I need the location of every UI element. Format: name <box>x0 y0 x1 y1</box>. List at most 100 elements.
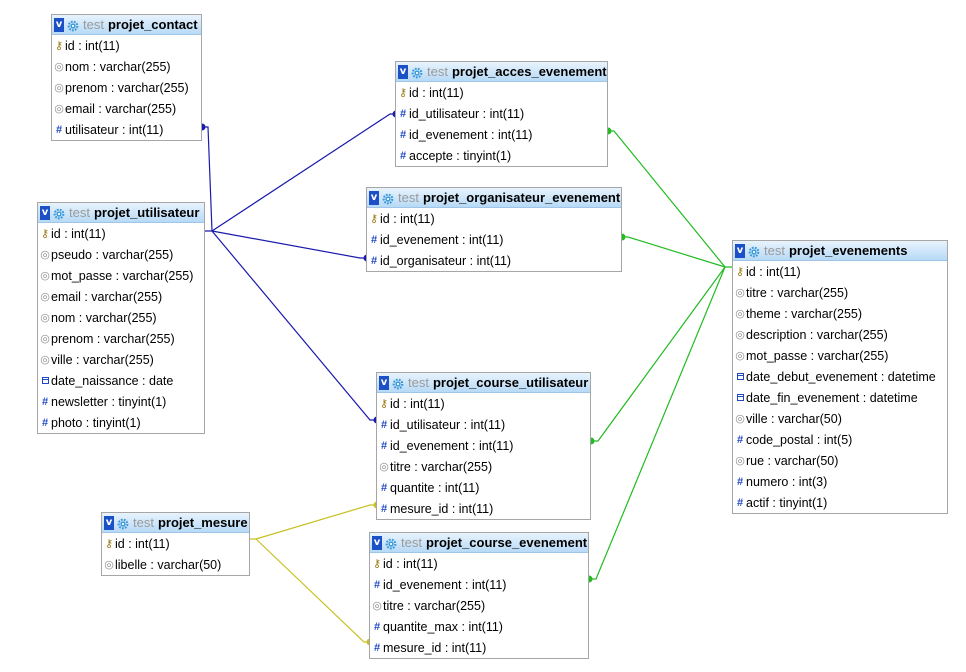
column-row[interactable]: #code_postal : int(5) <box>733 429 947 450</box>
column-row[interactable]: ◎theme : varchar(255) <box>733 303 947 324</box>
column-definition: prenom : varchar(255) <box>65 80 189 95</box>
column-row[interactable]: #numero : int(3) <box>733 471 947 492</box>
column-row[interactable]: ◎description : varchar(255) <box>733 324 947 345</box>
collapse-toggle-icon[interactable]: v <box>369 190 379 205</box>
field-type-icon: ◎ <box>54 102 64 115</box>
column-row[interactable]: ⚷id : int(11) <box>396 82 607 103</box>
column-row[interactable]: ◎titre : varchar(255) <box>733 282 947 303</box>
gear-icon[interactable] <box>411 66 423 78</box>
column-row[interactable]: date_debut_evenement : datetime <box>733 366 947 387</box>
column-row[interactable]: ◎nom : varchar(255) <box>38 307 204 328</box>
field-type-icon: # <box>379 482 389 494</box>
column-row[interactable]: #id_utilisateur : int(11) <box>396 103 607 124</box>
column-row[interactable]: ⚷id : int(11) <box>52 35 201 56</box>
column-row[interactable]: ◎titre : varchar(255) <box>377 456 590 477</box>
column-row[interactable]: #actif : tinyint(1) <box>733 492 947 513</box>
collapse-toggle-icon[interactable]: v <box>398 64 408 79</box>
field-type-icon: ◎ <box>735 307 745 320</box>
column-row[interactable]: ◎titre : varchar(255) <box>370 595 588 616</box>
column-row[interactable]: ◎prenom : varchar(255) <box>52 77 201 98</box>
gear-icon[interactable] <box>385 537 397 549</box>
collapse-toggle-icon[interactable]: v <box>379 375 389 390</box>
collapse-toggle-icon[interactable]: v <box>40 205 50 220</box>
column-row[interactable]: ⚷id : int(11) <box>367 208 621 229</box>
column-row[interactable]: date_naissance : date <box>38 370 204 391</box>
column-row[interactable]: #id_evenement : int(11) <box>377 435 590 456</box>
column-row[interactable]: #quantite_max : int(11) <box>370 616 588 637</box>
column-row[interactable]: ◎email : varchar(255) <box>52 98 201 119</box>
collapse-toggle-icon[interactable]: v <box>104 515 114 530</box>
column-row[interactable]: #id_evenement : int(11) <box>396 124 607 145</box>
column-definition: titre : varchar(255) <box>383 598 486 613</box>
column-row[interactable]: ◎pseudo : varchar(255) <box>38 244 204 265</box>
gear-icon[interactable] <box>53 207 65 219</box>
column-row[interactable]: #utilisateur : int(11) <box>52 119 201 140</box>
column-definition: date_naissance : date <box>51 373 174 388</box>
column-row[interactable]: #quantite : int(11) <box>377 477 590 498</box>
collapse-toggle-icon[interactable]: v <box>372 535 382 550</box>
column-row[interactable]: #newsletter : tinyint(1) <box>38 391 204 412</box>
column-row[interactable]: ◎rue : varchar(50) <box>733 450 947 471</box>
numeric-field-icon: # <box>736 496 744 509</box>
column-row[interactable]: date_fin_evenement : datetime <box>733 387 947 408</box>
key-icon: ⚷ <box>372 558 382 570</box>
collapse-toggle-icon[interactable]: v <box>54 17 64 32</box>
column-row[interactable]: ⚷id : int(11) <box>370 553 588 574</box>
column-row[interactable]: ⚷id : int(11) <box>733 261 947 282</box>
column-definition: mot_passe : varchar(255) <box>746 348 889 363</box>
column-row[interactable]: ◎libelle : varchar(50) <box>102 554 249 575</box>
text-field-icon: ◎ <box>735 308 745 320</box>
column-definition: prenom : varchar(255) <box>51 331 175 346</box>
column-definition: nom : varchar(255) <box>65 59 171 74</box>
gear-icon[interactable] <box>67 19 79 31</box>
column-row[interactable]: #photo : tinyint(1) <box>38 412 204 433</box>
column-row[interactable]: #mesure_id : int(11) <box>377 498 590 519</box>
column-row[interactable]: ◎ville : varchar(50) <box>733 408 947 429</box>
gear-icon[interactable] <box>382 192 394 204</box>
column-row[interactable]: ⚷id : int(11) <box>38 223 204 244</box>
column-row[interactable]: #id_organisateur : int(11) <box>367 250 621 271</box>
column-row[interactable]: #id_evenement : int(11) <box>370 574 588 595</box>
column-row[interactable]: #id_evenement : int(11) <box>367 229 621 250</box>
text-field-icon: ◎ <box>40 354 50 366</box>
column-row[interactable]: ◎email : varchar(255) <box>38 286 204 307</box>
column-row[interactable]: ◎prenom : varchar(255) <box>38 328 204 349</box>
key-icon: ⚷ <box>40 228 50 240</box>
column-definition: id_utilisateur : int(11) <box>409 106 525 121</box>
relation-evenements-course-evenement <box>589 266 726 580</box>
column-row[interactable]: #id_utilisateur : int(11) <box>377 414 590 435</box>
numeric-field-icon: # <box>736 433 744 446</box>
column-row[interactable]: ◎mot_passe : varchar(255) <box>733 345 947 366</box>
collapse-toggle-icon[interactable]: v <box>735 243 745 258</box>
gear-icon[interactable] <box>748 245 760 257</box>
gear-icon[interactable] <box>117 517 129 529</box>
column-row[interactable]: #accepte : tinyint(1) <box>396 145 607 166</box>
column-row[interactable]: ⚷id : int(11) <box>102 533 249 554</box>
database-name: test <box>427 64 448 79</box>
database-name: test <box>69 205 90 220</box>
column-row[interactable]: ⚷id : int(11) <box>377 393 590 414</box>
column-row[interactable]: ◎mot_passe : varchar(255) <box>38 265 204 286</box>
column-row[interactable]: #mesure_id : int(11) <box>370 637 588 658</box>
field-type-icon: # <box>372 621 382 633</box>
column-row[interactable]: ◎ville : varchar(255) <box>38 349 204 370</box>
gear-icon[interactable] <box>392 377 404 389</box>
column-row[interactable]: ◎nom : varchar(255) <box>52 56 201 77</box>
column-definition: ville : varchar(255) <box>51 352 154 367</box>
